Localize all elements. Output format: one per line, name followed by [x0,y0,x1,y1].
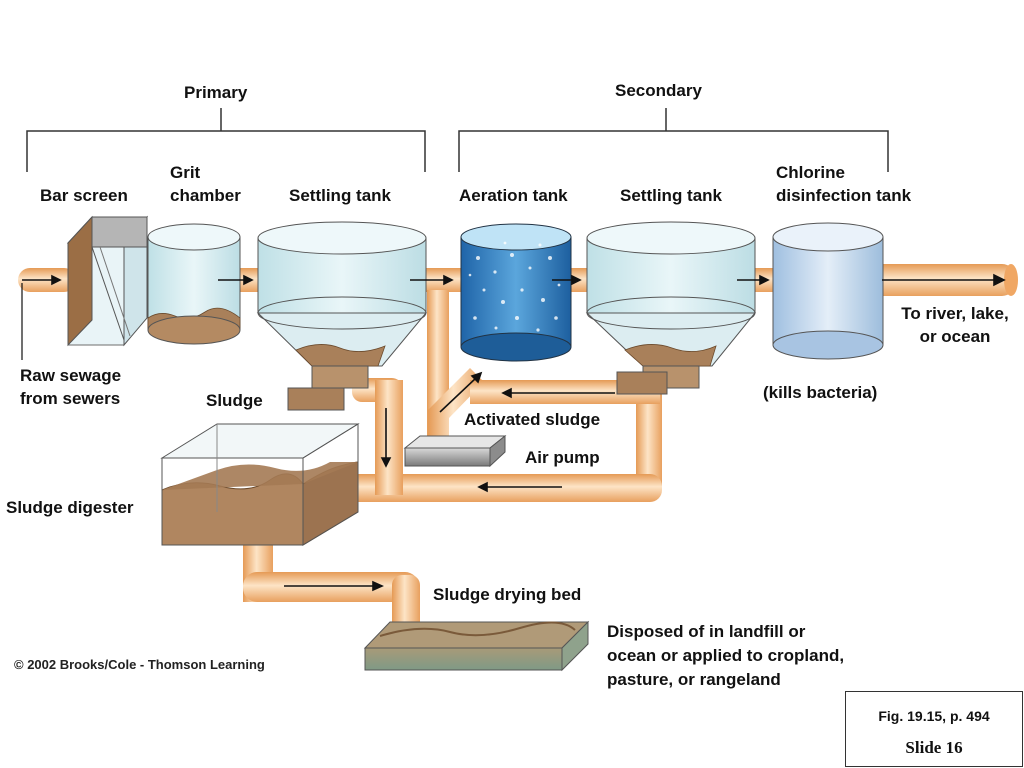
grit-chamber-tank [147,223,241,345]
secondary-header: Secondary [615,81,702,100]
label-chlorine-line1: Chlorine [776,163,845,182]
label-sludge: Sludge [206,391,263,410]
label-chlorine-line2: disinfection tank [776,186,912,205]
label-disposed-line1: Disposed of in landfill or [607,622,806,641]
label-sludge-digester: Sludge digester [6,498,134,517]
copyright-notice: © 2002 Brooks/Cole - Thomson Learning [14,657,265,672]
label-settling-primary: Settling tank [289,186,392,205]
label-bar-screen: Bar screen [40,186,128,205]
bar-screen-unit [66,215,149,347]
label-grit-line1: Grit [170,163,201,182]
primary-settling-tank [256,221,428,411]
label-river-line2: or ocean [919,327,991,346]
label-activated-sludge: Activated sludge [464,410,601,429]
label-kills-bacteria: (kills bacteria) [763,383,878,402]
label-grit-line2: chamber [170,186,241,205]
figure-reference-box: Fig. 19.15, p. 494 Slide 16 [845,691,1023,767]
label-aeration: Aeration tank [459,186,568,205]
slide-number: Slide 16 [905,738,963,757]
label-air-pump: Air pump [525,448,600,467]
secondary-settling-tank [585,221,757,395]
label-raw-line1: Raw sewage [20,366,122,385]
sludge-drying-bed [363,620,590,672]
label-settling-secondary: Settling tank [620,186,723,205]
air-pump [403,434,507,468]
label-raw-line2: from sewers [20,389,121,408]
label-river-line1: To river, lake, [901,304,1009,323]
chlorine-disinfection-tank [772,222,884,360]
figure-reference: Fig. 19.15, p. 494 [878,708,990,724]
primary-bracket [26,108,426,172]
primary-header: Primary [184,83,248,102]
sludge-digester [160,423,360,546]
secondary-bracket [458,108,889,172]
aeration-tank [460,223,572,362]
flow-arrows [21,273,1006,592]
label-drying-bed: Sludge drying bed [433,585,582,604]
label-disposed-line2: ocean or applied to cropland, [607,646,845,665]
label-disposed-line3: pasture, or rangeland [607,670,781,689]
